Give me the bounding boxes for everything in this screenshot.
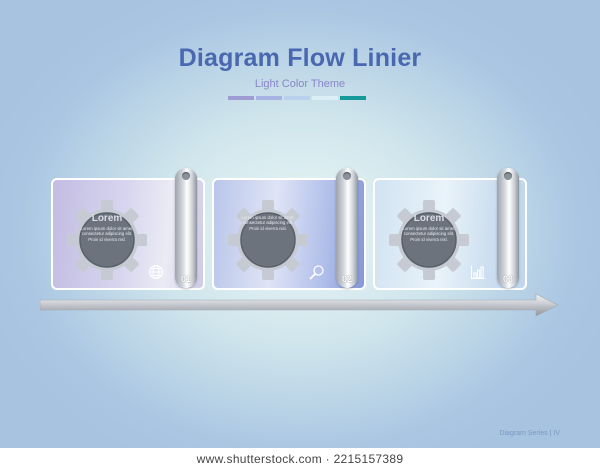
card-body-text: Lorem ipsum dolor sit amet, consectetur … <box>241 215 295 231</box>
color-swatch <box>284 96 310 100</box>
card-heading: Lorem <box>91 213 123 224</box>
step-card-2: Lorem ipsum dolor sit amet, consectetur … <box>212 168 366 290</box>
color-swatch-bar <box>228 96 368 100</box>
tab-hole <box>343 172 351 180</box>
color-swatch <box>312 96 338 100</box>
step-number: 02 <box>341 274 352 284</box>
step-number: 03 <box>502 274 513 284</box>
card-body-text: Lorem ipsum dolor sit amet, consectetur … <box>402 226 456 242</box>
gear-icon <box>389 200 469 280</box>
gear-text: Lorem Lorem ipsum dolor sit amet, consec… <box>402 213 456 242</box>
card-body-text: Lorem ipsum dolor sit amet, consectetur … <box>80 226 134 242</box>
magnifier-icon <box>309 265 324 280</box>
gear-text: Lorem Lorem ipsum dolor sit amet, consec… <box>80 213 134 242</box>
watermark-bar: www.shutterstock.com · 2215157389 <box>0 448 600 470</box>
globe-icon <box>149 265 163 279</box>
gear-icon <box>228 200 308 280</box>
watermark-text: www.shutterstock.com · 2215157389 <box>196 452 404 466</box>
bar-chart-icon <box>471 265 485 279</box>
step-tab-2: 02 <box>336 168 358 288</box>
step-card-1: Lorem Lorem ipsum dolor sit amet, consec… <box>51 168 205 290</box>
card-heading: Lorem <box>413 213 445 224</box>
color-swatch <box>256 96 282 100</box>
step-tab-3: 03 <box>497 168 519 288</box>
series-label: Diagram Series | IV <box>499 430 560 437</box>
step-card-3: Lorem Lorem ipsum dolor sit amet, consec… <box>373 168 527 290</box>
step-tab-1: 01 <box>175 168 197 288</box>
color-swatch <box>228 96 254 100</box>
tab-hole <box>182 172 190 180</box>
gear-icon <box>67 200 147 280</box>
step-number: 01 <box>180 274 191 284</box>
gear-text: Lorem ipsum dolor sit amet, consectetur … <box>241 213 295 231</box>
flow-arrow <box>40 293 559 317</box>
tab-hole <box>504 172 512 180</box>
diagram-title: Diagram Flow Linier <box>178 44 422 72</box>
color-swatch <box>340 96 366 100</box>
diagram-subtitle: Light Color Theme <box>254 78 346 90</box>
